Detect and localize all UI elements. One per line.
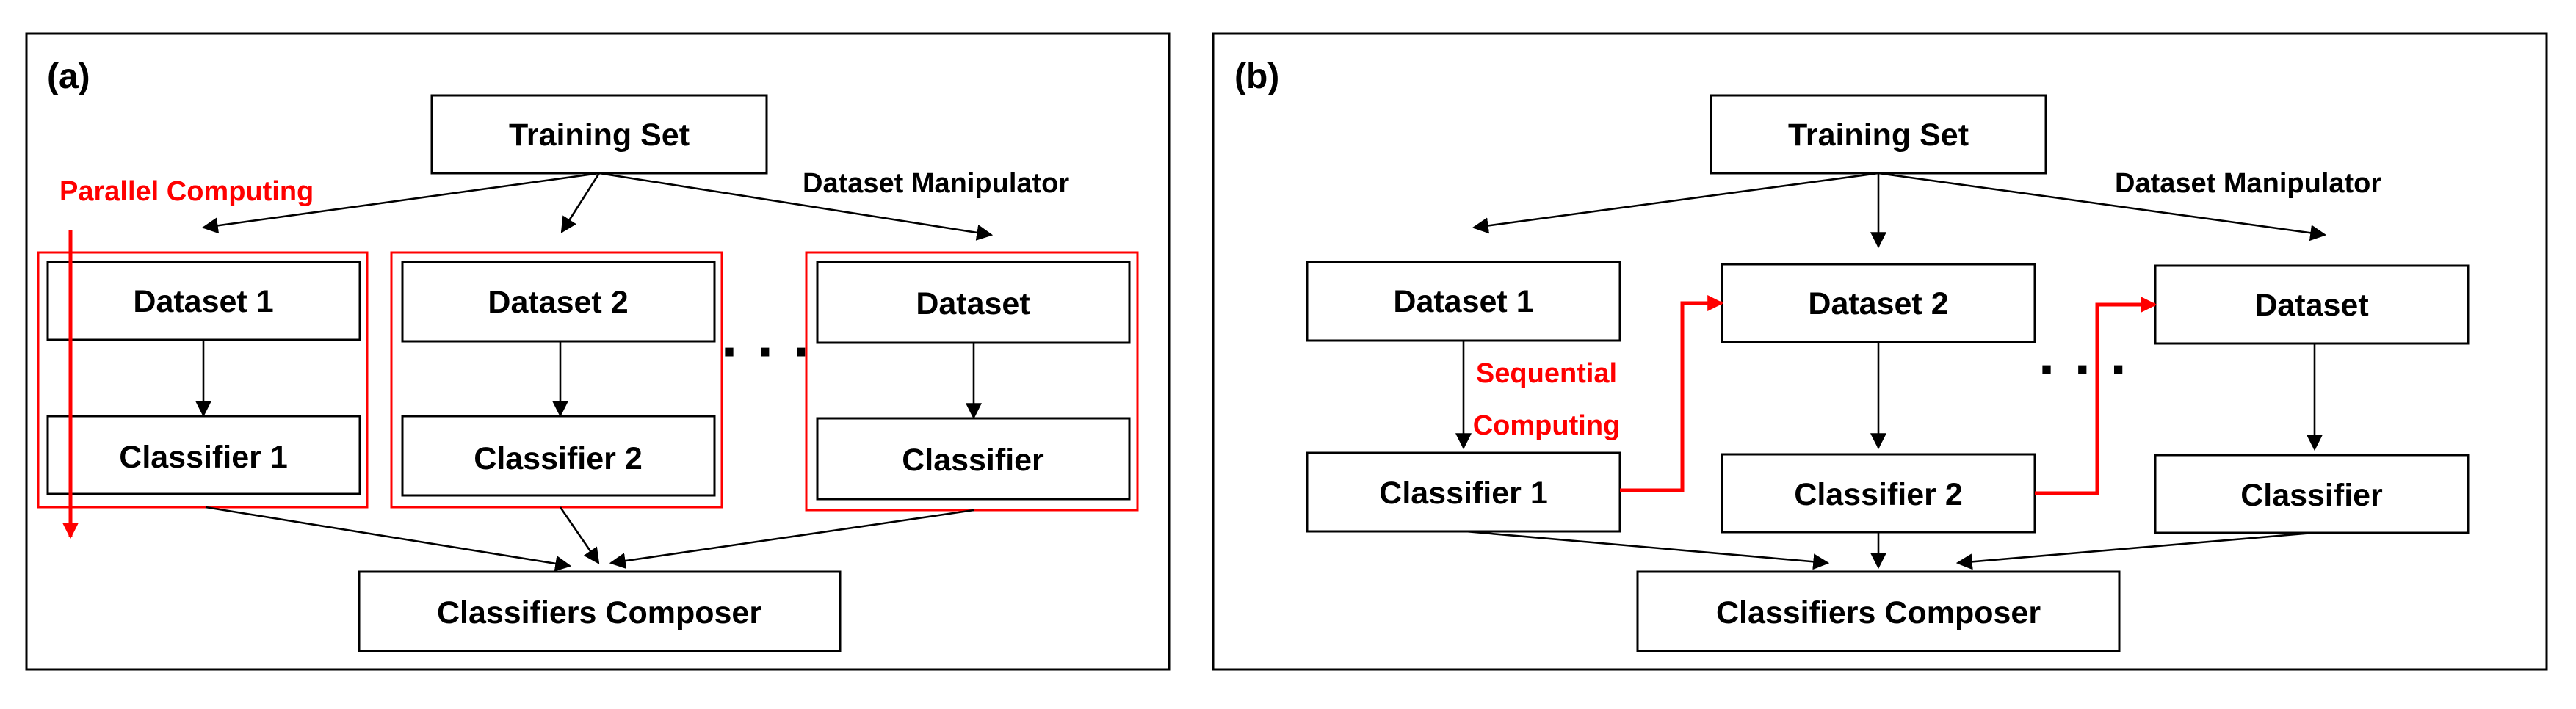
panel-b-ellipsis: · · · [2038, 336, 2130, 401]
panel-b-arrow-to-dataset-1 [1472, 172, 1879, 234]
panel-b-training-set-label: Training Set [1788, 117, 1969, 153]
panel-b-sequential-label-line1: Sequential [1476, 358, 1617, 389]
panel-b-dataset-1-box [1306, 261, 1621, 342]
panel-a-dataset-2-box [401, 261, 716, 343]
panel-b-arrow-classifier-1-to-composer [1465, 530, 1830, 570]
panel-a-arrow-to-group-1 [201, 172, 600, 234]
panel-b-classifier-1-box [1306, 451, 1621, 533]
panel-a-dataset-1-box [46, 261, 361, 341]
panel-b-dataset-n-label: Dataset [2254, 288, 2368, 323]
panel-a-classifier-1-label: Classifier 1 [119, 440, 287, 475]
panel-a-composer-box [358, 570, 842, 652]
panel-a-group-1 [37, 251, 369, 509]
panel-b-classifier-n-label: Classifier [2240, 478, 2383, 513]
panel-b-sequential-arrow-2 [2035, 297, 2157, 495]
panel-a-arrow-classifier-n-to-composer [609, 509, 974, 570]
panel-a-manipulator-label: Dataset Manipulator [803, 168, 1069, 199]
panel-a-classifier-1-box [46, 415, 361, 495]
panel-b-composer-label: Classifiers Composer [1716, 595, 2041, 630]
panel-b-composer-box [1636, 570, 2121, 652]
panel-b-classifier-2-box [1721, 453, 2036, 534]
panel-a-dataset-n-box [816, 261, 1131, 344]
panel-b-arrow-classifier-n-to-composer [1955, 531, 2314, 570]
panel-a-dataset-1-label: Dataset 1 [133, 284, 273, 319]
panel-a-training-set-box [430, 94, 768, 175]
panel-a-classifier-2-box [401, 415, 716, 497]
panel-a-arrow-to-group-n [598, 172, 994, 241]
panel-b-arrow-to-dataset-n [1878, 172, 2327, 241]
panel-b-label: (b) [1234, 57, 1279, 96]
panel-a-ellipsis: · · · [721, 319, 812, 384]
panel-b-dataset-1-label: Dataset 1 [1393, 284, 1533, 319]
panel-a-classifier-n-box [816, 417, 1131, 501]
panel-b-dataset-2-label: Dataset 2 [1808, 286, 1948, 321]
panel-a-arrow-to-group-2 [560, 172, 601, 233]
panel-a-dataset-2-label: Dataset 2 [488, 285, 628, 320]
panel-a-arrow-classifier-1-to-composer [205, 506, 572, 572]
panel-b-dataset-n-box [2154, 264, 2470, 345]
panel-a: (a) Training Set Dataset Manipulator Par… [25, 32, 1171, 671]
panel-a-group-2 [390, 251, 723, 509]
panel-a-composer-label: Classifiers Composer [437, 595, 761, 630]
panel-a-parallel-label: Parallel Computing [59, 176, 314, 207]
panel-b-training-set-box [1710, 94, 2047, 175]
panel-b-sequential-arrow-1 [1620, 295, 1724, 492]
panel-a-training-set-label: Training Set [509, 117, 690, 153]
panel-a-arrow-classifier-2-to-composer [559, 506, 600, 564]
panel-b-classifier-2-label: Classifier 2 [1794, 477, 1962, 512]
panel-a-classifier-n-label: Classifier [902, 443, 1044, 478]
panel-b-manipulator-label: Dataset Manipulator [2115, 168, 2381, 199]
panel-b-sequential-label-line2: Computing [1473, 410, 1621, 441]
panel-b-dataset-2-box [1721, 263, 2036, 343]
panel-b: (b) Training Set Dataset Manipulator Dat… [1212, 32, 2548, 671]
panel-a-dataset-n-label: Dataset [916, 286, 1030, 321]
panel-b-classifier-1-label: Classifier 1 [1379, 476, 1547, 511]
panel-a-label: (a) [47, 57, 90, 96]
panel-a-classifier-2-label: Classifier 2 [474, 441, 642, 476]
